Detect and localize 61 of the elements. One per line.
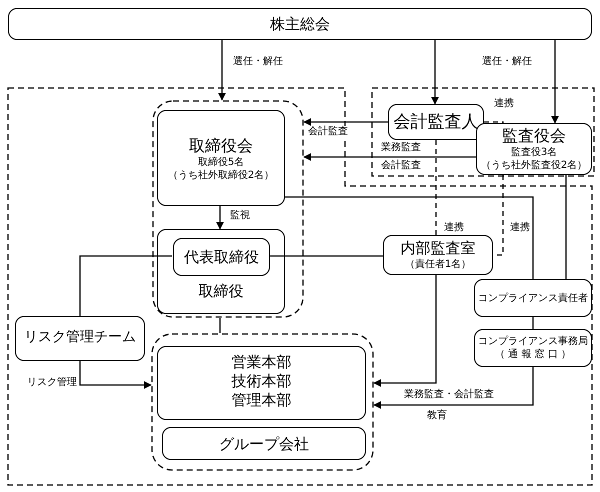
process-box bbox=[162, 427, 366, 460]
arrow bbox=[373, 275, 437, 387]
edge-label: リスク管理 bbox=[26, 377, 78, 389]
process-box bbox=[8, 8, 592, 40]
process-box bbox=[474, 329, 592, 367]
node-title: 会計監査人 bbox=[394, 112, 478, 134]
connector-line bbox=[565, 175, 567, 279]
edge-label: 連携 bbox=[493, 98, 515, 110]
arrow bbox=[551, 40, 559, 124]
node-note: 管理本部 bbox=[232, 390, 292, 410]
node-note: 取締役5名 bbox=[198, 156, 244, 169]
node-title: リスク管理チーム bbox=[24, 329, 136, 346]
process-box bbox=[388, 104, 484, 140]
edge-label: 会計監査 bbox=[307, 126, 349, 138]
connector-line bbox=[219, 318, 221, 333]
node-title: 代表取締役 bbox=[184, 248, 259, 267]
connector-line bbox=[532, 317, 534, 329]
process-box bbox=[157, 110, 285, 206]
edge-label: 連携 bbox=[443, 222, 465, 234]
node-note: 技術本部 bbox=[232, 372, 292, 390]
edge-label: 監視 bbox=[229, 210, 251, 222]
edge-label: 業務監査・会計監査 bbox=[403, 389, 495, 401]
arrow bbox=[373, 367, 534, 409]
edge-label: 教育 bbox=[426, 410, 448, 422]
node-title: 株主総会 bbox=[270, 15, 330, 34]
process-box bbox=[474, 279, 592, 317]
process-box bbox=[157, 346, 366, 420]
edge-label: 選任・解任 bbox=[232, 56, 284, 68]
edge-label: 連携 bbox=[509, 222, 531, 234]
node-title: 取締役 bbox=[198, 282, 244, 301]
node-title: 監査役会 bbox=[502, 126, 566, 146]
edge-label: 選任・解任 bbox=[481, 56, 533, 68]
annotation: 会計監査 bbox=[380, 160, 422, 172]
connector-line bbox=[269, 255, 383, 257]
node-title: 営業本部 bbox=[232, 353, 292, 372]
arrow bbox=[79, 361, 152, 389]
node-title: 取締役会 bbox=[189, 136, 253, 156]
node-title: 内部監査室 bbox=[400, 239, 476, 258]
process-box bbox=[173, 238, 270, 276]
arrow bbox=[303, 118, 388, 126]
node-note: （ 通 報 窓 口 ） bbox=[495, 348, 571, 361]
process-box bbox=[15, 316, 145, 361]
node-note: （責任者1名） bbox=[404, 258, 472, 271]
node-note: 監査役3名 bbox=[510, 146, 558, 159]
process-box bbox=[476, 123, 592, 175]
edge-label: 業務監査 bbox=[380, 142, 422, 154]
arrow bbox=[431, 40, 439, 105]
process-box bbox=[383, 235, 493, 275]
node-title: コンプライアンス責任者 bbox=[478, 292, 588, 305]
arrow bbox=[216, 206, 224, 230]
node-note: （うち社外取締役2名） bbox=[168, 169, 274, 182]
arrow bbox=[218, 40, 226, 101]
connector-line bbox=[435, 140, 437, 235]
node-title: グループ会社 bbox=[219, 435, 309, 454]
process-box bbox=[157, 229, 285, 314]
node-title: コンプライアンス事務局 bbox=[478, 335, 588, 348]
node-note: （うち社外監査役2名） bbox=[480, 159, 588, 172]
connector-line bbox=[79, 255, 172, 316]
arrow bbox=[303, 153, 476, 161]
connector-line bbox=[285, 196, 534, 279]
connector-line bbox=[484, 121, 504, 124]
